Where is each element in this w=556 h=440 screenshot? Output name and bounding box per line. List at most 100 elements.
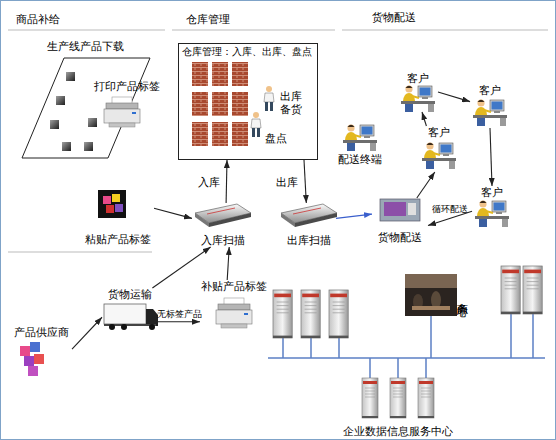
- flow-arrow: [304, 160, 306, 203]
- node-label: 生产线产品下载: [47, 40, 124, 53]
- worker: 盘点: [262, 132, 290, 146]
- brick-stack: [192, 92, 208, 116]
- cube: [20, 346, 30, 356]
- section-line: [8, 252, 152, 253]
- product-box: [50, 120, 59, 129]
- customer-icon: [422, 142, 456, 169]
- delivery-device-icon: [380, 199, 420, 221]
- server-icon: [273, 290, 292, 338]
- flow-arrow: [152, 247, 210, 288]
- node-label: 打印产品标签: [94, 80, 160, 93]
- delivery-terminal: 配送终端: [334, 122, 386, 166]
- icon-bg: [98, 190, 126, 218]
- worker-icon: [251, 112, 261, 137]
- server-icon: [329, 290, 348, 338]
- brick-stacks: [192, 62, 248, 146]
- wheel: [109, 324, 115, 330]
- printer-icon: [216, 298, 252, 328]
- business-photo: [405, 274, 457, 316]
- customer-icon: [475, 200, 509, 227]
- section-line: [342, 30, 548, 31]
- flow-arrow: [417, 172, 435, 198]
- truck: 货物运输: [102, 288, 158, 333]
- cube: [28, 366, 38, 376]
- node-label: 出库备货: [278, 90, 304, 116]
- section-lines: [8, 30, 548, 252]
- flow-arrow: [227, 247, 229, 280]
- server-icon: [362, 378, 378, 418]
- cube: [103, 196, 111, 204]
- product-box: [84, 142, 93, 151]
- brick-stack: [232, 92, 248, 116]
- product-box: [62, 142, 71, 151]
- node-label: 粘贴产品标签: [85, 233, 151, 246]
- label-station: 粘贴产品标签: [82, 188, 154, 246]
- brick-stack: [192, 122, 208, 146]
- brick-stack: [232, 122, 248, 146]
- wheel: [149, 324, 155, 330]
- edge-label: 入库: [198, 174, 220, 189]
- edge-label: 无标签产品: [157, 307, 202, 320]
- server-icon: [301, 290, 320, 338]
- delivery-device: 货物配送: [372, 198, 428, 244]
- worker-icon: [264, 86, 274, 111]
- node-label: 出库扫描: [287, 234, 331, 247]
- section-line: [172, 30, 335, 31]
- bus-drop: [532, 314, 534, 358]
- customer-icon: [473, 99, 507, 126]
- device-body: [380, 199, 420, 221]
- section-line: [8, 30, 165, 31]
- terminal-icon: [343, 124, 377, 151]
- photo-bg: [405, 274, 457, 316]
- cab: [146, 309, 158, 326]
- cube: [112, 194, 120, 202]
- flow-arrow: [422, 112, 426, 126]
- worker: 出库备货: [278, 88, 304, 118]
- business-center: 商务中心: [403, 270, 469, 322]
- product-box: [66, 72, 75, 81]
- server-icon: [418, 378, 434, 418]
- node-label: 仓库管理：入库、出库、盘点: [182, 46, 312, 58]
- product-box: [88, 118, 97, 127]
- cube: [115, 204, 123, 212]
- node-label: 客户: [428, 126, 450, 139]
- bus-drop: [397, 358, 399, 378]
- brick-stack: [212, 62, 228, 86]
- node-label: 客户: [479, 84, 501, 97]
- label-printer: 打印产品标签: [92, 80, 162, 140]
- flow-arrow: [490, 128, 492, 186]
- label-printer: 补贴产品标签: [200, 280, 268, 338]
- scanner: 入库扫描: [192, 203, 254, 247]
- cube: [24, 356, 34, 366]
- scanner-icon: [281, 204, 337, 227]
- brick-stack: [232, 62, 248, 86]
- bus-drop: [338, 338, 340, 358]
- supplier: 产品供应商: [10, 326, 72, 384]
- production-line-shape: [22, 58, 150, 158]
- device-panel: [408, 203, 416, 215]
- brick-stack: [212, 92, 228, 116]
- node-label: 盘点: [265, 132, 287, 145]
- products: [50, 72, 97, 151]
- flow-arrow: [154, 208, 192, 218]
- section-heading: 货物配送: [372, 10, 416, 25]
- node-label: 补贴产品标签: [201, 280, 267, 293]
- brick-stack: [192, 62, 208, 86]
- bus-line: [268, 357, 545, 359]
- server-icon: [523, 266, 542, 314]
- warehouse-box: 仓库管理：入库、出库、盘点出库备货盘点: [178, 43, 318, 160]
- customer: 客户: [398, 72, 438, 112]
- section-heading: 仓库管理: [186, 12, 230, 27]
- supplier-icon: [20, 342, 44, 376]
- product-box: [56, 96, 65, 105]
- node-label: 客户: [407, 72, 429, 85]
- flow-arrow: [438, 92, 470, 102]
- edge-label: 循环配送: [432, 203, 468, 216]
- server-icon: [501, 266, 520, 314]
- customer-icon: [401, 85, 435, 112]
- section-heading: 商品补给: [16, 12, 60, 27]
